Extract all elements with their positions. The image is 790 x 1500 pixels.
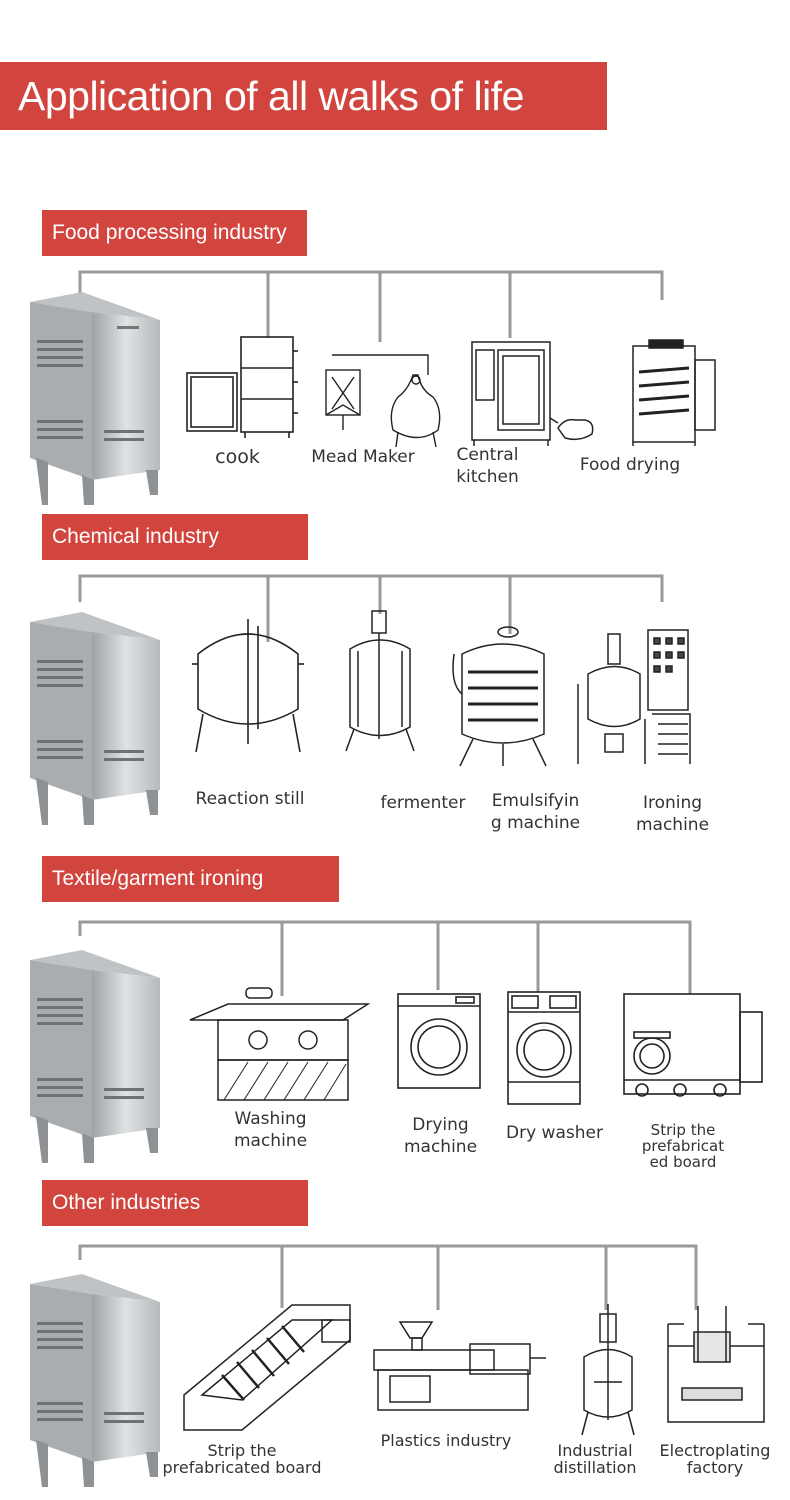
item-label-line: Electroplating (659, 1441, 771, 1460)
item-label-line: machine (403, 1137, 478, 1157)
front-loader-icon (397, 993, 481, 1089)
item-label-strip-board: Strip the prefabricat ed board (628, 1122, 738, 1170)
section-title: Food processing industry (42, 210, 307, 256)
connector-tree (78, 270, 664, 342)
item-label-mead-maker: Mead Maker (311, 447, 415, 467)
item-label-dry-washer: Dry washer (506, 1123, 603, 1143)
page-title: Application of all walks of life (0, 62, 607, 130)
item-label-emulsifying-machine: Emulsifyin g machine (478, 790, 593, 834)
connector-tree (78, 574, 664, 642)
item-label-line: Industrial (557, 1441, 633, 1460)
item-label-line: Drying (412, 1115, 469, 1135)
item-label-plastics-industry: Plastics industry (380, 1431, 512, 1450)
item-label-line: Emulsifyin (491, 791, 580, 811)
section-title: Other industries (42, 1180, 308, 1226)
steam-generator-icon (30, 950, 160, 1163)
section-title: Chemical industry (42, 514, 308, 560)
item-label-line: distillation (553, 1458, 637, 1477)
reactor-tank-icon (192, 619, 304, 753)
drying-cabinet-icon (632, 339, 716, 446)
item-label-line: Ironing (642, 793, 703, 813)
item-label-washing-machine: Washing machine (218, 1108, 323, 1152)
section-other: Other industries Strip the prefab (0, 1180, 790, 1490)
item-label-electroplating-factory: Electroplating factory (650, 1442, 780, 1476)
item-label-line: kitchen (456, 467, 519, 487)
item-label-line: Washing (234, 1109, 307, 1129)
item-label-line: prefabricated board (162, 1458, 322, 1477)
item-label-line: Strip the (207, 1441, 277, 1460)
item-label-reaction-still: Reaction still (195, 789, 305, 809)
item-label-cook: cook (215, 446, 260, 468)
item-label-line: factory (686, 1458, 744, 1477)
plating-tank-icon (667, 1306, 765, 1423)
steam-generator-icon (30, 1274, 160, 1487)
item-label-line: machine (233, 1131, 308, 1151)
connector-tree (78, 1244, 698, 1310)
item-label-drying-machine: Drying machine (388, 1114, 493, 1158)
item-label-line: Strip the (650, 1121, 716, 1139)
connector-tree (78, 920, 692, 996)
item-label-central-kitchen: Central kitchen (440, 444, 535, 488)
item-label-line: prefabricat (641, 1137, 725, 1155)
item-label-line: Central (456, 445, 519, 465)
fermenter-icon (345, 610, 415, 752)
item-label-fermenter: fermenter (380, 793, 466, 813)
item-label-line: ed board (649, 1153, 717, 1171)
section-food-processing: Food processing industry (0, 210, 790, 510)
injection-molder-icon (373, 1321, 546, 1411)
item-label-strip-board: Strip the prefabricated board (142, 1442, 342, 1476)
section-chemical: Chemical industry Reaction still (0, 514, 790, 844)
mixer-station-icon (577, 629, 691, 764)
steam-generator-icon (30, 292, 160, 505)
section-textile: Textile/garment ironing (0, 856, 790, 1176)
emulsifier-icon (452, 626, 547, 767)
item-label-food-drying: Food drying (579, 455, 681, 475)
item-label-line: g machine (490, 813, 581, 833)
dry-washer-icon (507, 991, 581, 1105)
combi-oven-icon (471, 341, 594, 446)
item-label-industrial-distillation: Industrial distillation (540, 1442, 650, 1476)
item-label-line: machine (635, 815, 710, 835)
section-title: Textile/garment ironing (42, 856, 339, 902)
steam-generator-icon (30, 612, 160, 825)
industrial-washer-icon (623, 993, 763, 1097)
mold-frame-icon (183, 1304, 351, 1431)
item-label-ironing-machine: Ironing machine (620, 792, 725, 836)
distillation-column-icon (581, 1304, 635, 1436)
cabinet-oven-icon (186, 336, 298, 438)
press-table-icon (189, 987, 371, 1101)
distiller-icon (325, 354, 441, 448)
